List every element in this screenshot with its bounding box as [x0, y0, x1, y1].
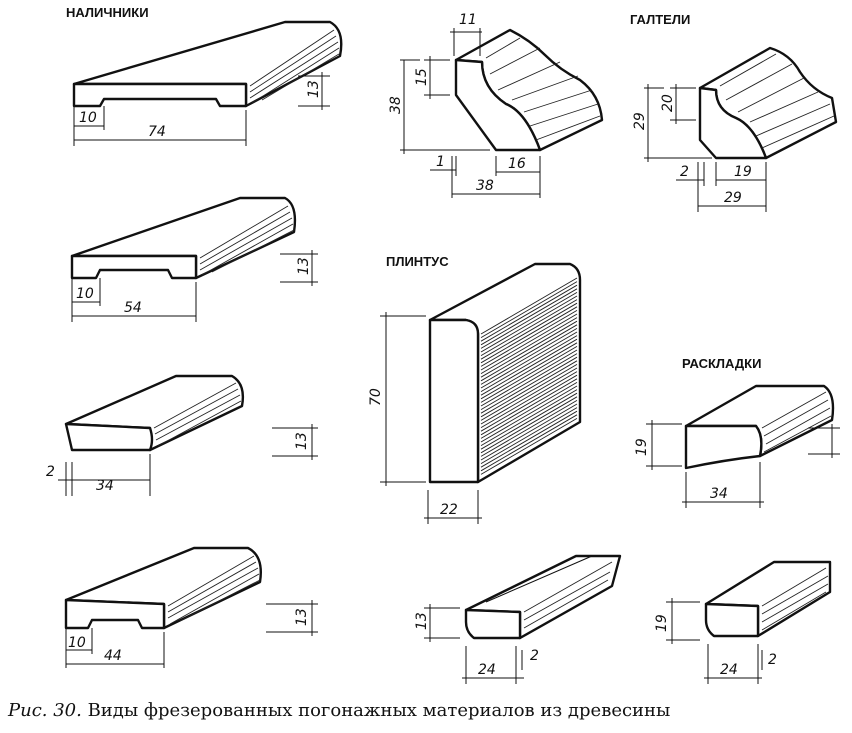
dim-n2-w: 54	[124, 300, 142, 316]
nalichnik-74: 10 74 13	[72, 20, 343, 146]
figure-number: Рис. 30.	[8, 700, 82, 721]
dim-n3-w: 34	[96, 478, 114, 494]
nalichnik-54: 10 54 13	[70, 196, 318, 322]
dim-p-w: 22	[440, 502, 458, 518]
dim-r2-a: 2	[768, 652, 777, 668]
raskladka-34: 19 34	[634, 384, 840, 508]
heading-galteli: ГАЛТЕЛИ	[630, 12, 690, 27]
heading-raskladki: РАСКЛАДКИ	[682, 356, 761, 371]
dim-n2-h: 13	[296, 257, 312, 275]
dim-n4-h: 13	[294, 608, 310, 626]
dim-n3-h: 13	[294, 432, 310, 450]
dim-r1-w: 34	[710, 486, 728, 502]
moulding-diagram: НАЛИЧНИКИ ГАЛТЕЛИ ПЛИНТУС РАСКЛАДКИ 10 7…	[46, 5, 840, 684]
dim-g1-w: 38	[476, 178, 494, 194]
dim-r3-h: 13	[414, 612, 430, 630]
dim-r1-h: 19	[634, 438, 650, 456]
dim-n4-w: 44	[104, 648, 122, 664]
figure-caption: Рис. 30. Виды фрезерованных погонажных м…	[8, 700, 670, 721]
dim-p-h: 70	[368, 388, 384, 406]
dim-n3-a: 2	[46, 464, 55, 480]
dim-n1-h: 13	[306, 80, 322, 98]
nalichnik-44: 10 44 13	[64, 546, 318, 668]
dim-g1-v1: 15	[414, 68, 430, 86]
raskladka-24: 19 24 2	[654, 560, 832, 684]
dim-n1-w: 74	[148, 124, 166, 140]
raskladka-24-flat: 13 24 2	[414, 554, 622, 684]
dim-r3-a: 2	[530, 648, 539, 664]
figure-caption-text: Виды фрезерованных погонажных материалов…	[81, 700, 671, 721]
dim-g2-b2: 19	[734, 164, 752, 180]
dim-r2-w: 24	[720, 662, 738, 678]
dim-r2-h: 19	[654, 614, 670, 632]
dim-g2-w: 29	[724, 190, 742, 206]
dim-g1-b1: 1	[436, 154, 445, 170]
heading-plintus: ПЛИНТУС	[386, 254, 449, 269]
dim-g2-b1: 2	[680, 164, 689, 180]
nalichnik-34: 2 34 13	[46, 374, 318, 496]
hatch-lines	[249, 29, 340, 104]
dim-g2-v2: 29	[632, 112, 648, 130]
dim-r3-w: 24	[478, 662, 496, 678]
dim-n4-a: 10	[68, 635, 86, 651]
dim-g1-b2: 16	[508, 156, 526, 172]
dim-n1-a: 10	[79, 110, 97, 126]
dim-g1-top: 11	[459, 12, 477, 28]
dim-n2-a: 10	[76, 286, 94, 302]
dim-lines	[73, 72, 330, 146]
dim-g2-v1: 20	[660, 94, 676, 112]
plintus-70: 70 22	[368, 262, 582, 524]
heading-nalichniki: НАЛИЧНИКИ	[66, 5, 149, 20]
hatch-lines	[480, 277, 578, 475]
dim-g1-v2: 38	[388, 96, 404, 114]
galtel-29: 20 29 2 19 29	[632, 46, 838, 212]
galtel-38: 11 15 38 1 16 38	[388, 12, 604, 198]
